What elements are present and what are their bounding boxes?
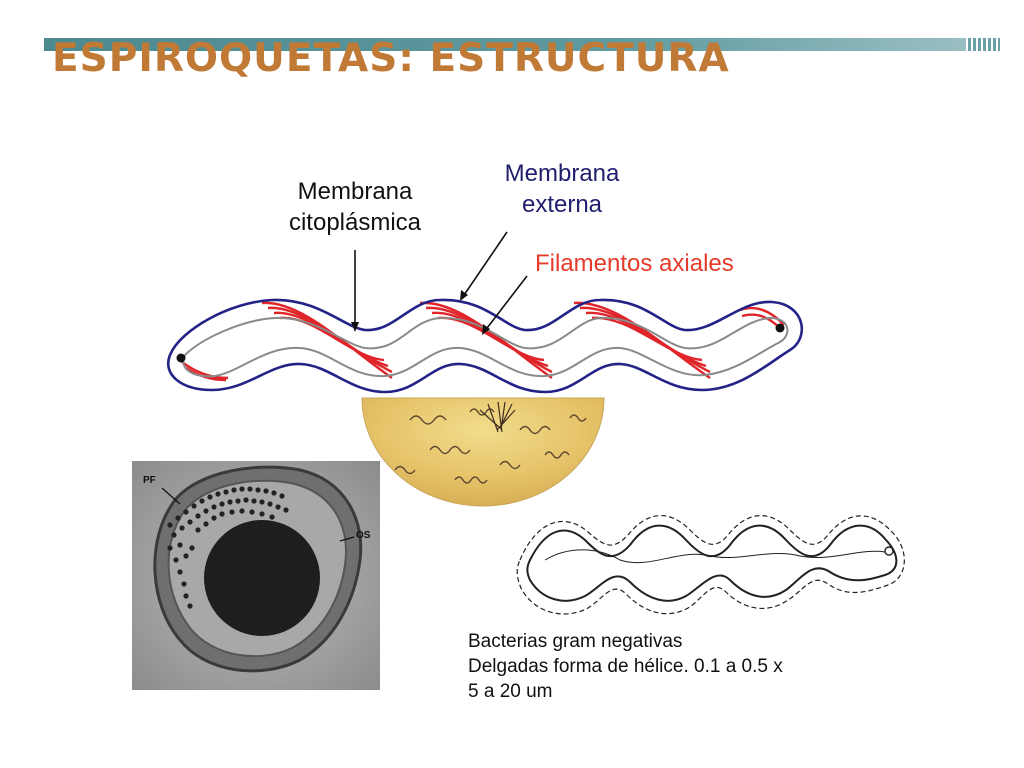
insertion-point-right — [775, 323, 785, 333]
caption-text: Bacterias gram negativas Delgadas forma … — [468, 629, 783, 704]
slide-title: ESPIROQUETAS: ESTRUCTURA — [52, 36, 730, 81]
label-axial-filaments: Filamentos axiales — [535, 250, 734, 277]
label-cytoplasmic-line2: citoplásmica — [288, 209, 422, 236]
label-outer-line1: Membrana — [504, 160, 620, 187]
electron-micrograph — [132, 461, 380, 690]
title-bar-stripes — [966, 38, 1000, 51]
spirochete-line-drawing — [516, 515, 905, 615]
spirochete-cell-diagram — [167, 231, 804, 394]
outer-membrane — [167, 298, 804, 394]
label-cytoplasmic-line1: Membrana — [297, 178, 413, 205]
label-outer-line2: externa — [521, 191, 603, 218]
caption-line-3: 5 a 20 um — [468, 681, 553, 702]
culture-plate-photo — [361, 397, 605, 507]
cytoplasmic-membrane — [182, 316, 789, 378]
micrograph-label-os: OS — [356, 530, 371, 541]
label-pointers — [354, 231, 528, 333]
label-cytoplasmic-membrane: Membrana citoplásmica — [279, 176, 431, 238]
caption-line-1: Bacterias gram negativas — [468, 631, 683, 652]
insertion-point-left — [176, 353, 186, 363]
caption-line-2: Delgadas forma de hélice. 0.1 a 0.5 x — [468, 656, 783, 677]
label-outer-membrane: Membrana externa — [484, 158, 640, 220]
micrograph-label-pf: PF — [143, 475, 156, 486]
title-bar-decoration — [44, 38, 1000, 51]
